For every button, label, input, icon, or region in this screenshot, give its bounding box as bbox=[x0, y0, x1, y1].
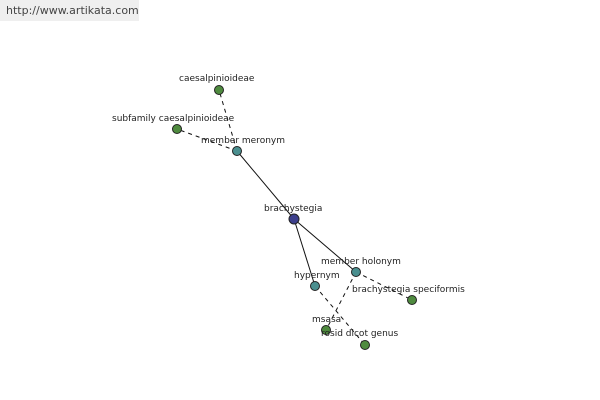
node-subfamily-caesalpinioideae[interactable] bbox=[172, 124, 182, 134]
graph-nodes bbox=[172, 85, 417, 350]
edge-brachystegia-to-member-holonym bbox=[293, 218, 357, 273]
node-brachystegia-speciformis[interactable] bbox=[407, 295, 417, 305]
label-brachystegia-speciformis: brachystegia speciformis bbox=[352, 285, 465, 295]
edge-brachystegia-to-member-meronym bbox=[236, 150, 295, 220]
label-rosid-dicot-genus: rosid dicot genus bbox=[321, 329, 398, 339]
label-msasa: msasa bbox=[312, 315, 341, 325]
node-caesalpinioideae[interactable] bbox=[214, 85, 224, 95]
label-brachystegia: brachystegia bbox=[264, 204, 322, 214]
label-member-meronym: member meronym bbox=[201, 136, 285, 146]
graph-edges bbox=[176, 89, 413, 346]
node-member-holonym[interactable] bbox=[351, 267, 361, 277]
edge-member-holonym-to-brachystegia-speciformis bbox=[355, 271, 413, 301]
label-caesalpinioideae: caesalpinioideae bbox=[179, 74, 255, 84]
node-msasa[interactable] bbox=[321, 325, 331, 335]
watermark: http://www.artikata.com bbox=[0, 0, 139, 21]
edge-hypernym-to-rosid-dicot-genus bbox=[314, 285, 366, 346]
label-subfamily-caesalpinioideae: subfamily caesalpinioideae bbox=[112, 114, 235, 124]
node-rosid-dicot-genus[interactable] bbox=[360, 340, 370, 350]
watermark-text: http://www.artikata.com bbox=[6, 4, 139, 17]
edge-brachystegia-to-hypernym bbox=[293, 218, 316, 287]
edge-member-meronym-to-subfamily-caesalpinioideae bbox=[176, 128, 238, 152]
edge-member-meronym-to-caesalpinioideae bbox=[218, 89, 238, 152]
edge-member-holonym-to-msasa bbox=[325, 271, 357, 331]
node-member-meronym[interactable] bbox=[232, 146, 242, 156]
label-member-holonym: member holonym bbox=[321, 257, 401, 267]
node-hypernym[interactable] bbox=[310, 281, 320, 291]
node-brachystegia[interactable] bbox=[288, 213, 300, 225]
graph-labels: brachystegia member meronym member holonym… bbox=[112, 74, 465, 339]
label-hypernym: hypernym bbox=[294, 271, 340, 281]
